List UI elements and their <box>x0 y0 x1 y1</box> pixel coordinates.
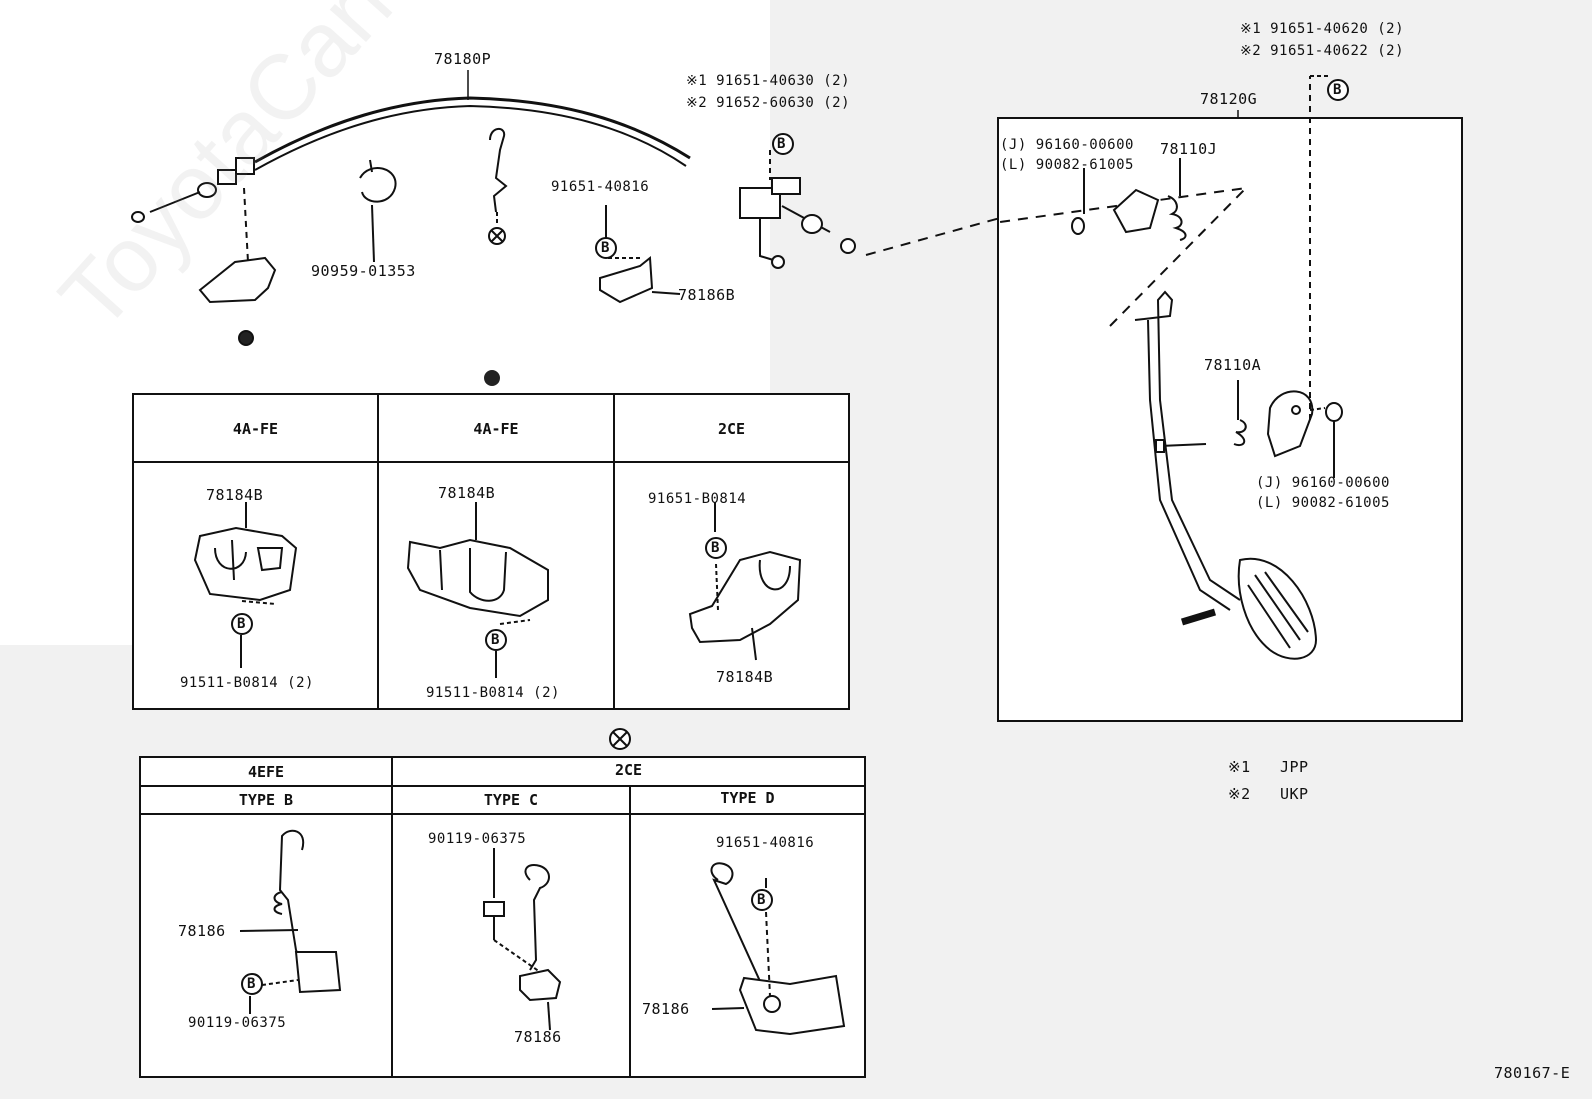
table-x-c-part: 78186 <box>514 1028 562 1046</box>
table-x-d-part: 78186 <box>642 1000 690 1018</box>
bracket-part-number: 78186B <box>678 286 736 304</box>
table-dot-col2-part: 78184B <box>438 484 496 502</box>
table-dot-col1-bolt: 91511-B0814 (2) <box>180 675 314 691</box>
pedal-spring-part: 78110J <box>1160 140 1218 158</box>
table-dot-header-col1: 4A-FE <box>232 420 279 438</box>
pedal-bracket-part: 78110A <box>1204 356 1262 374</box>
table-x-type-b: TYPE B <box>238 791 294 809</box>
pedal-bottom-j-part: (J) 96160-00600 <box>1256 475 1390 491</box>
pedal-part-number: 78120G <box>1200 90 1258 108</box>
pedal-note-bolt-1: ※1 91651-40620 (2) <box>1240 21 1405 37</box>
b-mark: B <box>1333 82 1342 98</box>
b-mark: B <box>491 632 500 648</box>
table-x-group-1: 4EFE <box>247 763 285 781</box>
b-mark: B <box>711 540 720 556</box>
table-dot-header-col2: 4A-FE <box>473 420 519 438</box>
legend-note-1-text: JPP <box>1280 758 1309 776</box>
pedal-top-j-part: (J) 96160-00600 <box>1000 137 1134 153</box>
table-x-group-2: 2CE <box>614 761 643 779</box>
cable-note-bolt-1: ※1 91651-40630 (2) <box>686 73 851 89</box>
table-x-d-bolt: 91651-40816 <box>716 835 815 851</box>
table-dot-col1-part: 78184B <box>206 486 264 504</box>
accelerator-cable <box>131 70 856 269</box>
legend-note-1-mark: ※1 <box>1228 758 1251 776</box>
b-mark: B <box>601 240 610 256</box>
table-dot-col3-part: 78184B <box>716 668 774 686</box>
cable-note-bolt-2: ※2 91652-60630 (2) <box>686 95 851 111</box>
b-mark: B <box>237 616 246 632</box>
legend-note-2-mark: ※2 <box>1228 785 1251 803</box>
table-x-b-part: 78186 <box>178 922 226 940</box>
b-mark: B <box>757 892 766 908</box>
pedal-note-bolt-2: ※2 91651-40622 (2) <box>1240 43 1405 59</box>
bracket-bolt-part-number: 91651-40816 <box>551 179 650 195</box>
table-x-b-bolt: 90119-06375 <box>188 1015 287 1031</box>
b-mark: B <box>247 976 256 992</box>
clip-part-number: 90959-01353 <box>311 262 416 280</box>
table-dot-header-col3: 2CE <box>717 420 746 438</box>
diagram-code: 780167-E <box>1494 1064 1571 1082</box>
pedal-top-l-part: (L) 90082-61005 <box>1000 157 1134 173</box>
table-x-type-c: TYPE C <box>483 791 539 809</box>
table-dot-col2-bolt: 91511-B0814 (2) <box>426 685 560 701</box>
legend-note-2-text: UKP <box>1280 785 1309 803</box>
table-dot-col3-bolt: 91651-B0814 <box>648 491 747 507</box>
pedal-bottom-l-part: (L) 90082-61005 <box>1256 495 1390 511</box>
cable-part-number: 78180P <box>434 50 492 68</box>
table-x-type-d: TYPE D <box>720 789 775 807</box>
table-x-c-bolt: 90119-06375 <box>428 831 527 847</box>
b-mark: B <box>777 136 786 152</box>
